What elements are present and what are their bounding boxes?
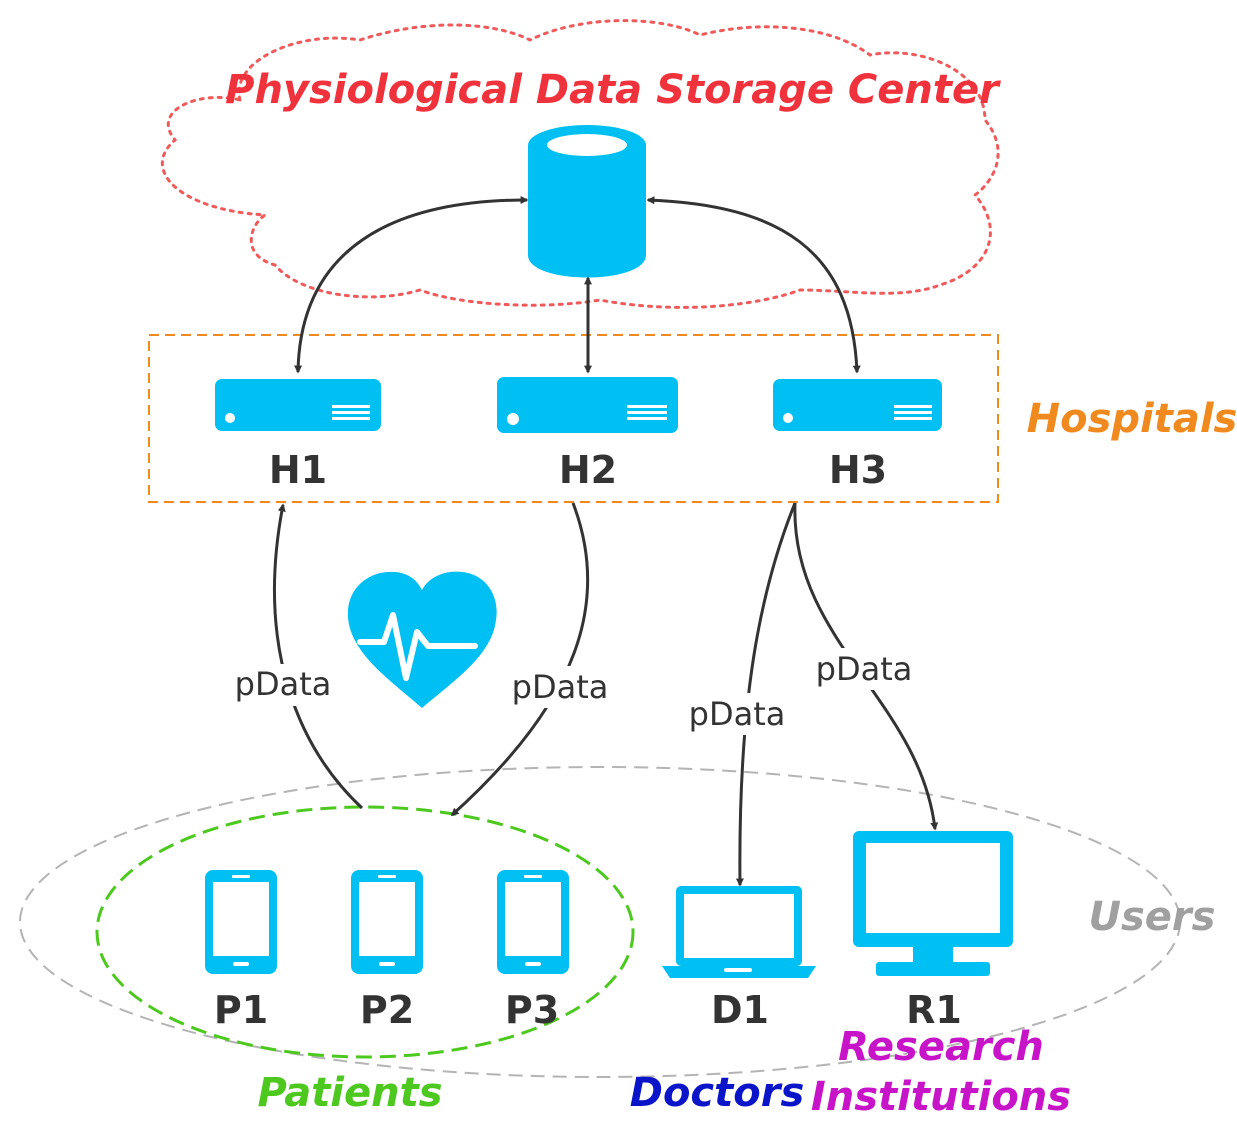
node-label-p2: P2: [360, 988, 414, 1032]
edge-h2-patients: [450, 502, 590, 817]
node-label-p3: P3: [505, 988, 559, 1032]
heart-pulse-icon: [347, 571, 497, 708]
cloud-title: Physiological Data Storage Center: [225, 67, 1001, 113]
phone-icon-p3: [497, 870, 569, 974]
server-icon-h1: [215, 379, 381, 431]
edge-label-patients-h1: pData: [235, 665, 332, 703]
users-label: Users: [1089, 894, 1216, 940]
doctors-label: Doctors: [630, 1070, 805, 1116]
research-label-line2: Institutions: [811, 1074, 1071, 1120]
node-label-d1: D1: [711, 988, 769, 1032]
laptop-icon: [662, 886, 816, 978]
monitor-icon: [853, 831, 1013, 976]
node-label-h3: H3: [829, 448, 887, 492]
node-label-h1: H1: [269, 448, 327, 492]
phone-icon-p2: [351, 870, 423, 974]
cloud-boundary: [161, 19, 1000, 309]
edge-patients-h1: [273, 503, 364, 810]
node-label-h2: H2: [559, 448, 617, 492]
node-label-r1: R1: [906, 988, 962, 1032]
edge-label-h3-r1: pData: [816, 650, 913, 688]
hospitals-boundary: [148, 334, 999, 503]
edge-label-h2-patients: pData: [512, 668, 609, 706]
database-icon: [528, 125, 646, 278]
users-boundary: [19, 766, 1181, 1078]
patients-boundary: [95, 805, 635, 1059]
patients-label: Patients: [257, 1070, 442, 1116]
phone-icon-p1: [205, 870, 277, 974]
node-label-p1: P1: [214, 988, 268, 1032]
hospitals-label: Hospitals: [1027, 396, 1237, 442]
edge-db-h3: [646, 196, 861, 374]
edge-h3-d1: [735, 502, 797, 887]
server-icon-h3: [773, 379, 942, 431]
server-icon-h2: [497, 377, 678, 433]
research-label-line1: Research: [838, 1024, 1044, 1070]
edge-label-h3-d1: pData: [689, 695, 786, 733]
edge-db-h1: [294, 196, 529, 374]
